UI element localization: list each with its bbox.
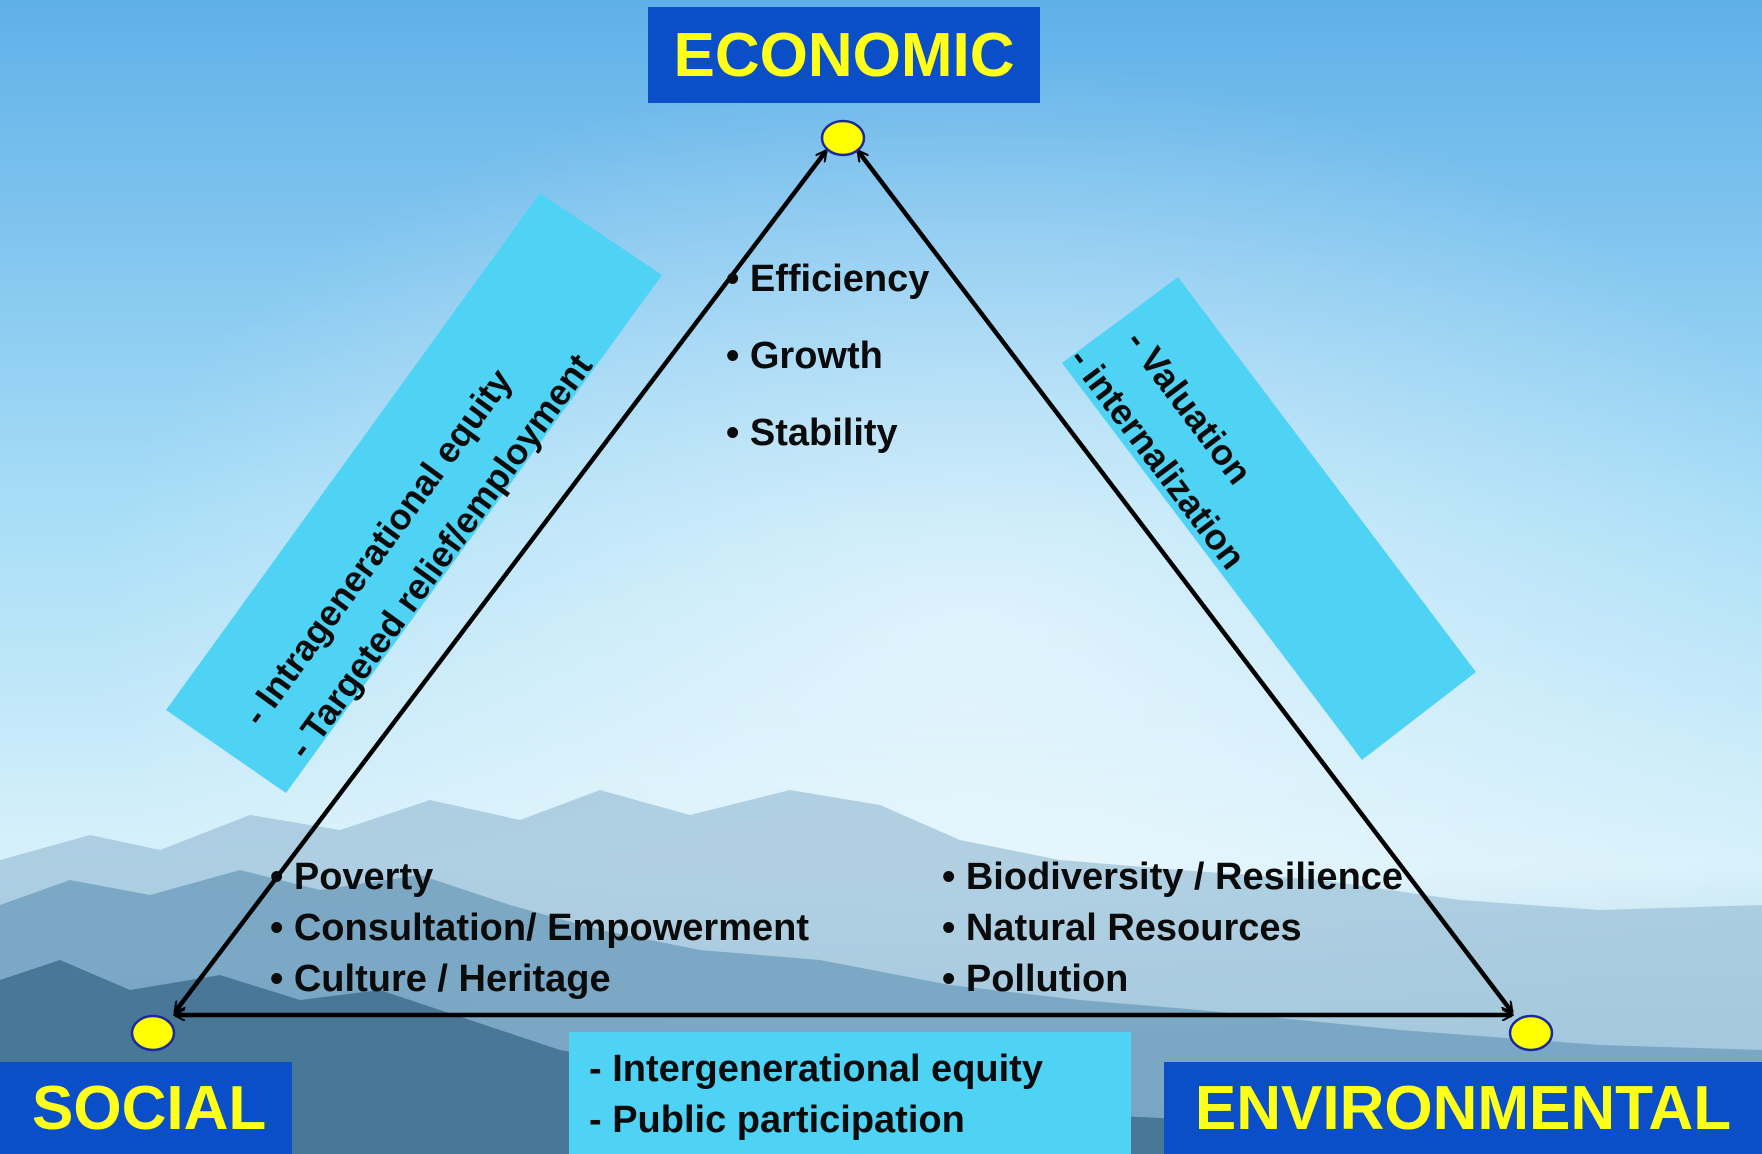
social-item: • Poverty — [270, 856, 434, 898]
economic-item: • Efficiency — [726, 258, 930, 300]
social-items-list: • Poverty • Consultation/ Empowerment • … — [270, 852, 809, 1005]
social-environmental-link-band: - Intergenerational equity - Public part… — [569, 1032, 1131, 1154]
economic-item: • Stability — [726, 412, 898, 454]
social-item: • Consultation/ Empowerment — [270, 907, 809, 949]
social-environmental-link-item: - Intergenerational equity — [589, 1048, 1043, 1090]
edge-economic-environmental — [856, 151, 1514, 1012]
environmental-item: • Natural Resources — [942, 907, 1302, 949]
social-environmental-link-item: - Public participation — [589, 1099, 965, 1141]
economic-node-dot — [820, 119, 866, 157]
environmental-node-dot — [1508, 1014, 1554, 1052]
mountain-range-front — [0, 960, 1762, 1154]
economic-items-list: • Efficiency • Growth • Stability — [726, 258, 929, 489]
environmental-label: ENVIRONMENTAL — [1164, 1062, 1762, 1154]
social-node-dot — [130, 1014, 176, 1052]
environmental-items-list: • Biodiversity / Resilience • Natural Re… — [942, 852, 1403, 1005]
environmental-item: • Biodiversity / Resilience — [942, 856, 1404, 898]
edge-social-economic — [173, 151, 828, 1012]
environmental-item: • Pollution — [942, 958, 1129, 1000]
economic-label: ECONOMIC — [648, 7, 1040, 103]
social-label: SOCIAL — [0, 1062, 292, 1154]
social-item: • Culture / Heritage — [270, 958, 611, 1000]
economic-item: • Growth — [726, 335, 883, 377]
